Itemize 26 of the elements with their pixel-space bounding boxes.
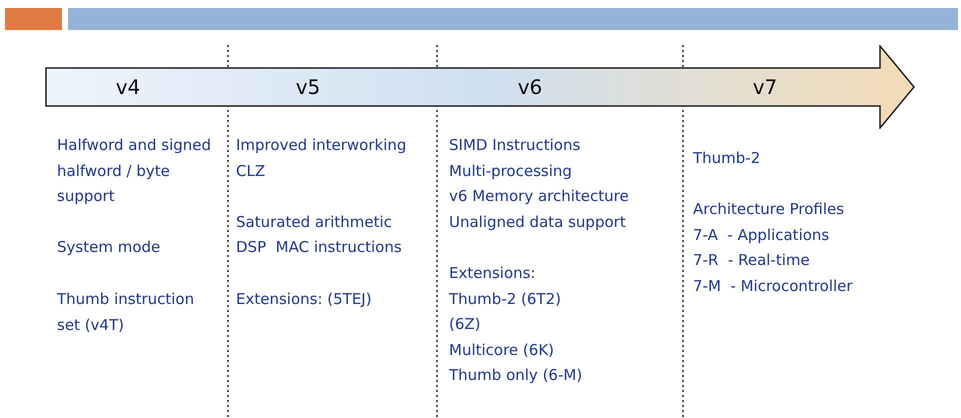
feature-text: Thumb only (6-M)	[449, 365, 584, 386]
feature-text: Multicore (6K)	[449, 340, 556, 361]
feature-text: SIMD Instructions	[449, 135, 582, 156]
feature-text: (6Z)	[449, 314, 482, 335]
feature-text: Improved interworking	[236, 135, 408, 156]
feature-text: CLZ	[236, 161, 266, 182]
version-label: v6	[518, 75, 542, 99]
feature-text: Thumb instruction set (v4T)	[57, 289, 196, 336]
feature-text: v6 Memory architecture	[449, 186, 630, 207]
version-label: v7	[752, 75, 778, 99]
feature-text: Saturated arithmetic	[236, 212, 393, 233]
feature-text: Extensions:	[449, 263, 537, 284]
version-label: v4	[116, 75, 140, 99]
version-label: v5	[296, 75, 320, 99]
feature-text: Unaligned data support	[449, 212, 627, 233]
feature-text: Architecture Profiles	[693, 199, 846, 220]
feature-text: System mode	[57, 237, 162, 258]
feature-text: DSP MAC instructions	[236, 237, 403, 258]
feature-text: Multi-processing	[449, 161, 573, 182]
feature-text: 7-M - Microcontroller	[693, 276, 854, 297]
feature-text: Extensions: (5TEJ)	[236, 289, 373, 310]
feature-text: 7-R - Real-time	[693, 250, 811, 271]
feature-text: Thumb-2 (6T2)	[449, 289, 562, 310]
feature-text: Halfword and signed halfword / byte support	[57, 135, 212, 207]
feature-text: 7-A - Applications	[693, 225, 830, 246]
feature-text: Thumb-2	[693, 148, 762, 169]
